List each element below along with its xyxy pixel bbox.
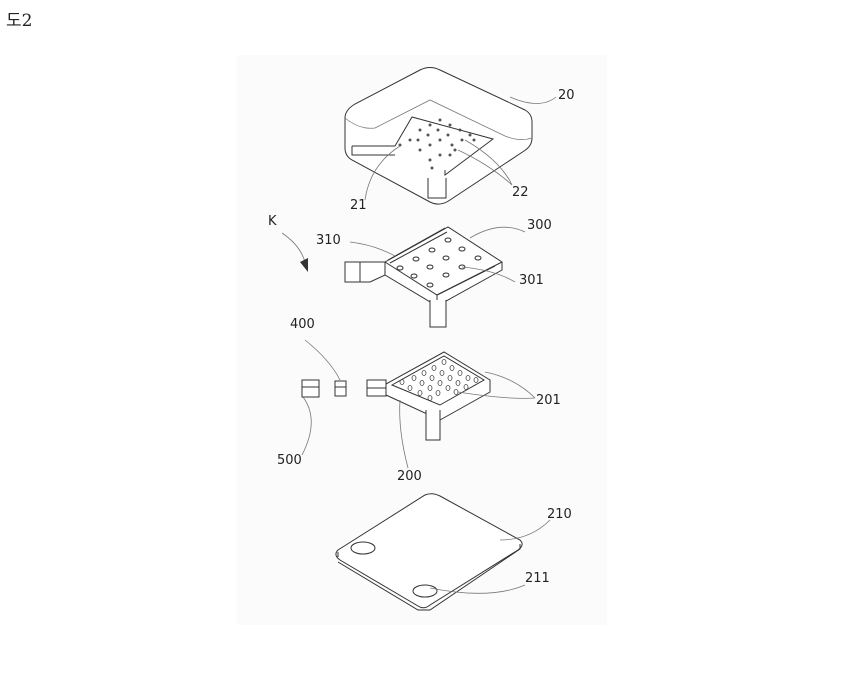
label-22: 22 (512, 185, 529, 200)
leader-500 (302, 397, 311, 455)
label-21: 21 (350, 198, 367, 213)
leader-400 (305, 340, 340, 380)
label-210: 210 (547, 507, 572, 522)
part-400-block (335, 381, 346, 396)
label-300: 300 (527, 218, 552, 233)
part-200-tray (367, 352, 535, 468)
k-arrow (282, 233, 305, 262)
label-200: 200 (397, 469, 422, 484)
part-20-cover (345, 68, 556, 205)
label-211: 211 (525, 571, 550, 586)
part-500-block (302, 380, 319, 397)
part-300-plate (345, 227, 525, 327)
label-310: 310 (316, 233, 341, 248)
label-500: 500 (277, 453, 302, 468)
label-201: 201 (536, 393, 561, 408)
label-20: 20 (558, 88, 575, 103)
k-arrowhead (300, 258, 308, 272)
label-400: 400 (290, 317, 315, 332)
label-K: K (268, 214, 277, 229)
label-301: 301 (519, 273, 544, 288)
part-210-base-plate (336, 494, 550, 610)
